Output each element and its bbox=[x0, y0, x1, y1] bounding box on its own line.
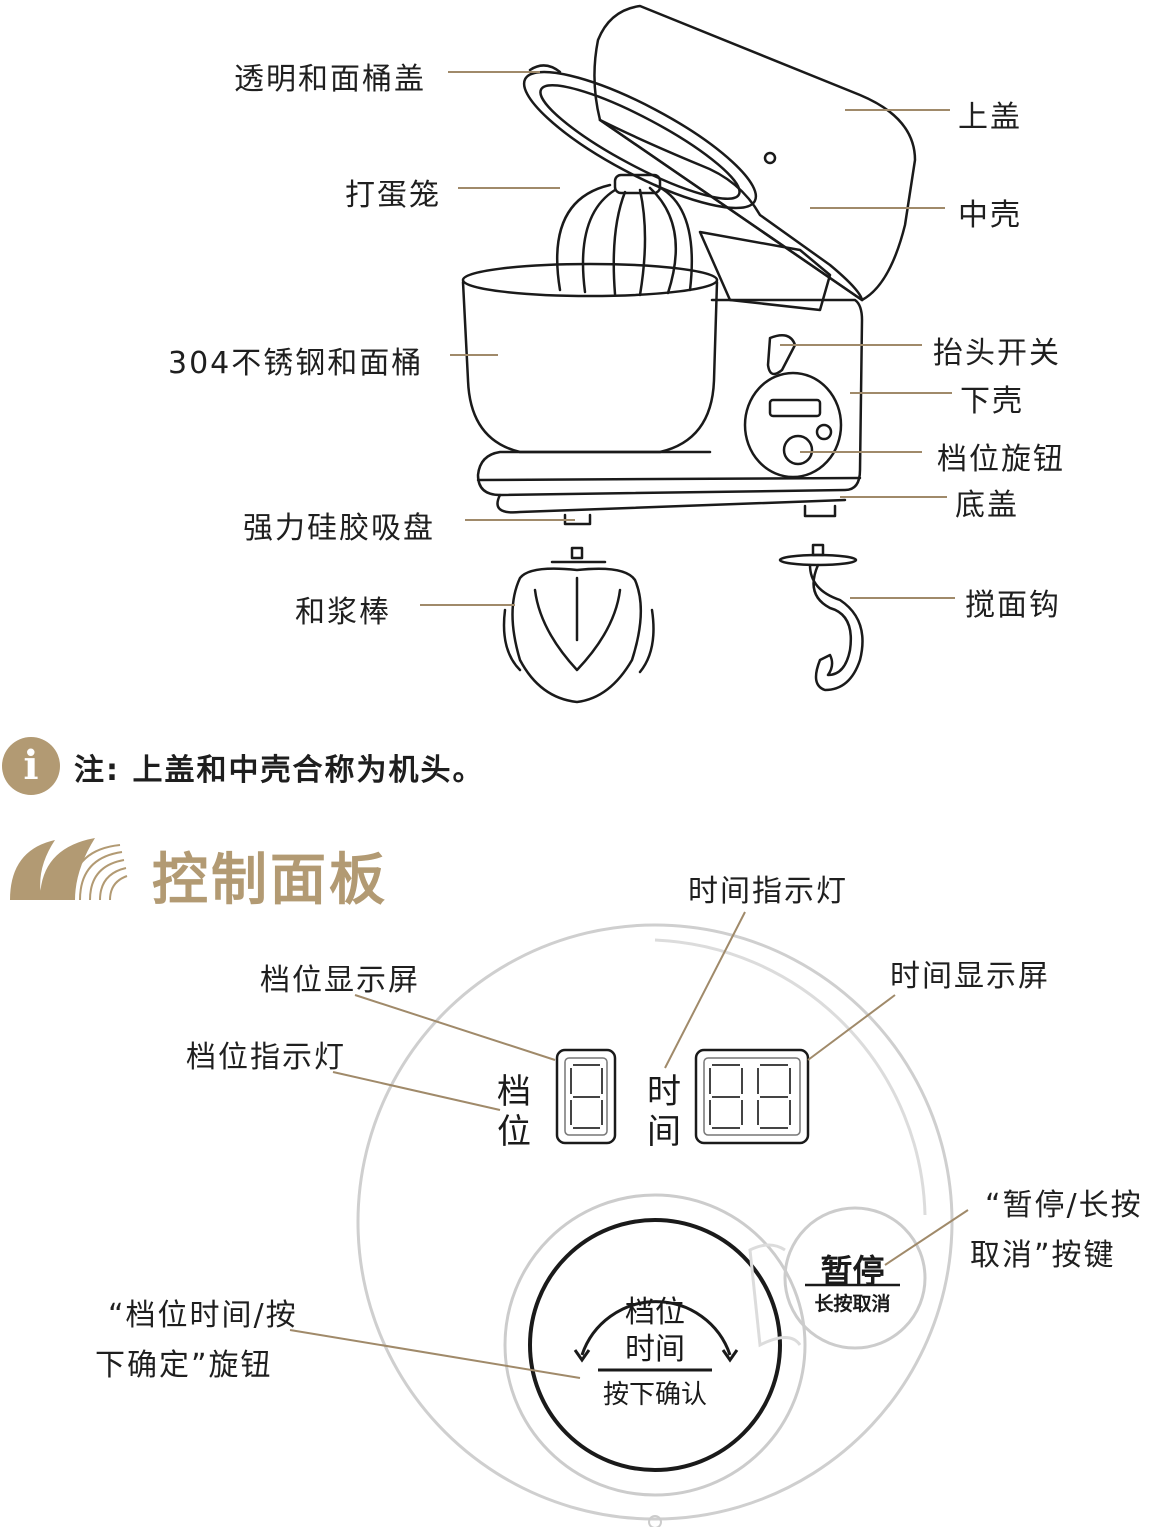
label-pause-l2: 取消”按键 bbox=[970, 1238, 1116, 1273]
label-beater: 和浆棒 bbox=[295, 595, 391, 630]
label-lift-switch: 抬头开关 bbox=[933, 336, 1061, 371]
time-display bbox=[694, 1048, 810, 1145]
lid-shape bbox=[522, 70, 758, 210]
label-top-cover: 上盖 bbox=[958, 100, 1022, 135]
whisk-shape bbox=[556, 173, 694, 297]
time-char-2: 间 bbox=[647, 1112, 681, 1152]
knob-line-2[interactable]: 时间 bbox=[625, 1332, 685, 1367]
label-bowl: 304不锈钢和面桶 bbox=[168, 346, 424, 381]
label-knob-l1: “档位时间/按 bbox=[108, 1298, 298, 1333]
pause-button-ring bbox=[783, 1206, 927, 1350]
label-gear-display: 档位显示屏 bbox=[260, 963, 420, 998]
bowl-shape bbox=[461, 262, 719, 454]
label-time-display: 时间显示屏 bbox=[890, 959, 1050, 994]
base-shape bbox=[476, 298, 864, 526]
pause-button-sublabel[interactable]: 长按取消 bbox=[814, 1293, 891, 1315]
label-middle-shell: 中壳 bbox=[958, 198, 1022, 233]
beater-shape bbox=[502, 546, 655, 704]
label-whisk: 打蛋笼 bbox=[345, 178, 441, 213]
section-title: 控制面板 bbox=[152, 848, 388, 913]
leader-knob-panel bbox=[289, 1329, 581, 1379]
knob-line-3[interactable]: 按下确认 bbox=[602, 1380, 707, 1410]
label-time-indicator: 时间指示灯 bbox=[688, 874, 848, 909]
section-decoration bbox=[10, 838, 128, 901]
knob-line-1[interactable]: 档位 bbox=[625, 1295, 685, 1330]
label-knob: 档位旋钮 bbox=[937, 442, 1065, 477]
top-cover-shape bbox=[593, 4, 917, 302]
dough-hook-shape bbox=[778, 543, 864, 692]
gear-display bbox=[555, 1048, 617, 1145]
label-suction: 强力硅胶吸盘 bbox=[243, 511, 435, 546]
label-pause-l1: “暂停/长按 bbox=[985, 1188, 1143, 1223]
label-hook: 搅面钩 bbox=[965, 588, 1061, 623]
leader-gear-indicator bbox=[332, 1071, 501, 1111]
note-text: 注: 上盖和中壳合称为机头。 bbox=[74, 753, 485, 788]
label-gear-indicator: 档位指示灯 bbox=[186, 1040, 346, 1075]
leader-gear-display bbox=[354, 994, 556, 1061]
time-char-1: 时 bbox=[647, 1072, 681, 1112]
pause-button-label[interactable]: 暂停 bbox=[820, 1252, 885, 1290]
knob-ring bbox=[503, 1193, 807, 1497]
gear-char-2: 位 bbox=[497, 1112, 531, 1152]
gear-char-1: 档 bbox=[497, 1072, 531, 1112]
knob bbox=[528, 1218, 782, 1472]
middle-shell-shape bbox=[598, 118, 864, 302]
control-panel bbox=[356, 923, 954, 1527]
label-bottom-cover: 底盖 bbox=[955, 488, 1019, 523]
info-icon: i bbox=[2, 737, 60, 795]
label-knob-l2: 下确定”旋钮 bbox=[95, 1348, 273, 1383]
label-lid: 透明和面桶盖 bbox=[234, 62, 426, 97]
label-lower-shell: 下壳 bbox=[960, 384, 1024, 419]
leader-time-display bbox=[807, 994, 896, 1061]
leader-pause bbox=[884, 1209, 969, 1266]
leader-time-indicator bbox=[664, 911, 746, 1069]
